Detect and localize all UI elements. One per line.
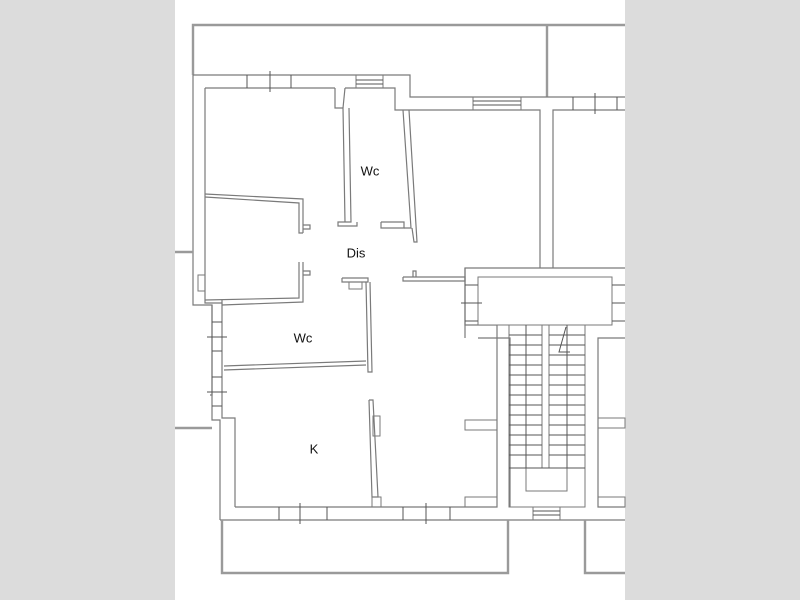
interior-walls xyxy=(204,87,498,508)
top-balcony xyxy=(191,23,625,97)
room-label-wc-lower: Wc xyxy=(293,330,313,346)
room-label-k: K xyxy=(309,441,319,457)
stair-steps xyxy=(509,334,585,456)
stair-core xyxy=(461,268,626,521)
room-label-wc-upper: Wc xyxy=(360,163,380,179)
bottom-balcony xyxy=(220,520,625,575)
room-label-dis: Dis xyxy=(346,245,366,261)
